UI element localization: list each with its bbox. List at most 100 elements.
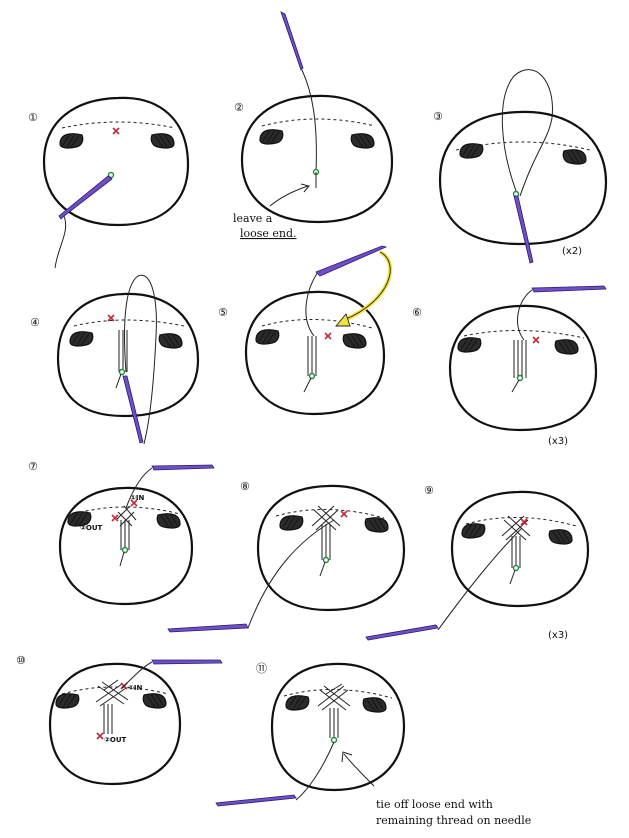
thread (247, 519, 335, 629)
step-5: ⑤ (218, 245, 393, 416)
step-2: ② leave a loose end. (233, 11, 394, 240)
step-7: ⑦ ①IN ②OUT (28, 460, 215, 606)
cross-stitches (115, 505, 137, 527)
loose-end (303, 377, 312, 393)
vertical-stitches (118, 330, 128, 372)
needle-icon (122, 375, 144, 444)
thread (437, 527, 523, 631)
needle-icon (531, 285, 607, 293)
loose-end (509, 569, 516, 585)
face-outline (240, 94, 394, 224)
stitch-label-in: ①IN (128, 684, 143, 692)
vertical-stitches (329, 708, 339, 738)
needle-icon (58, 175, 113, 220)
stitch-guide-line (463, 330, 585, 339)
cross-mark (532, 336, 540, 344)
tie-off-note-line1: tie off loose end with (376, 798, 493, 811)
pointer-arrow-head (341, 751, 353, 763)
right-eye (156, 513, 181, 529)
needle-icon (215, 794, 297, 807)
right-eye (562, 149, 587, 165)
right-eye (364, 517, 389, 533)
stitch-label-in: ①IN (130, 494, 145, 502)
face-outline (58, 486, 194, 606)
loose-end (511, 379, 520, 393)
thread-point (107, 171, 115, 179)
vertical-stitches (103, 704, 113, 734)
vertical-stitches (321, 524, 331, 560)
loose-end-note-line1: leave a (233, 212, 273, 225)
face-outline (270, 662, 406, 792)
step-10-number: ⑩ (16, 654, 26, 667)
stitch-guide-line (261, 118, 376, 127)
cross-mark-out (111, 514, 119, 522)
left-eye (55, 693, 80, 709)
step-7-number: ⑦ (28, 460, 38, 473)
face-outline (42, 96, 190, 227)
step-3: ③ (x2) (433, 69, 608, 264)
needle-icon (365, 624, 439, 641)
needle-icon (151, 659, 223, 665)
face-outline (256, 484, 406, 612)
right-eye (342, 333, 367, 349)
thread-point (330, 736, 338, 744)
stitch-guide-line (283, 688, 393, 699)
right-eye (362, 697, 387, 713)
step-4: ④ (30, 274, 200, 445)
step-6: ⑥ (x3) (412, 285, 607, 447)
needle-icon (513, 195, 534, 264)
step-3-number: ③ (433, 110, 443, 123)
step-4-number: ④ (30, 316, 40, 329)
right-eye (158, 333, 183, 349)
loose-end (319, 561, 326, 577)
stitch-guide-line (275, 508, 385, 519)
cross-mark-out (96, 732, 104, 740)
right-eye (350, 133, 375, 149)
thread-point (322, 556, 330, 564)
highlight-arrow-outline (343, 251, 391, 321)
face-outline (450, 490, 590, 608)
right-eye (150, 133, 175, 149)
step-8-number: ⑧ (240, 480, 250, 493)
left-eye (461, 523, 486, 539)
left-eye (255, 329, 280, 345)
vertical-stitches (307, 336, 317, 376)
loose-end (115, 373, 122, 389)
thread-point (516, 374, 524, 382)
cross-mark (112, 127, 120, 135)
face-outline (244, 290, 386, 416)
needle-icon (315, 245, 388, 277)
stitch-guide-line (73, 319, 185, 327)
cross-stitches (317, 683, 351, 711)
face-outline (56, 292, 200, 418)
step-9: ⑨ (x3) (365, 484, 590, 641)
stitch-label-out: ②OUT (80, 524, 103, 532)
step-2-number: ② (234, 101, 244, 114)
repeat-count: (x2) (562, 246, 582, 257)
step-9-number: ⑨ (424, 484, 434, 497)
needle-icon (280, 11, 304, 71)
right-eye (548, 529, 573, 545)
face-outline (448, 304, 598, 432)
thread-point (118, 368, 126, 376)
step-11: ⑪ tie off loose end with remaining threa… (215, 662, 531, 827)
left-eye (285, 695, 310, 711)
pointer-arrow (269, 185, 309, 207)
cross-mark (340, 510, 348, 518)
step-6-number: ⑥ (412, 306, 422, 319)
needle-icon (151, 464, 215, 471)
vertical-stitches (120, 520, 130, 550)
thread-loop (501, 69, 553, 197)
left-eye (457, 337, 482, 353)
face-outline (48, 662, 182, 786)
right-eye (142, 693, 167, 709)
loose-end (119, 551, 125, 567)
left-eye (259, 129, 284, 145)
step-1-number: ① (28, 111, 38, 124)
thread (295, 741, 335, 801)
cross-stitches (311, 505, 341, 531)
face-outline (438, 110, 608, 246)
left-eye (459, 143, 484, 159)
right-eye (554, 339, 579, 355)
thread (125, 467, 153, 509)
